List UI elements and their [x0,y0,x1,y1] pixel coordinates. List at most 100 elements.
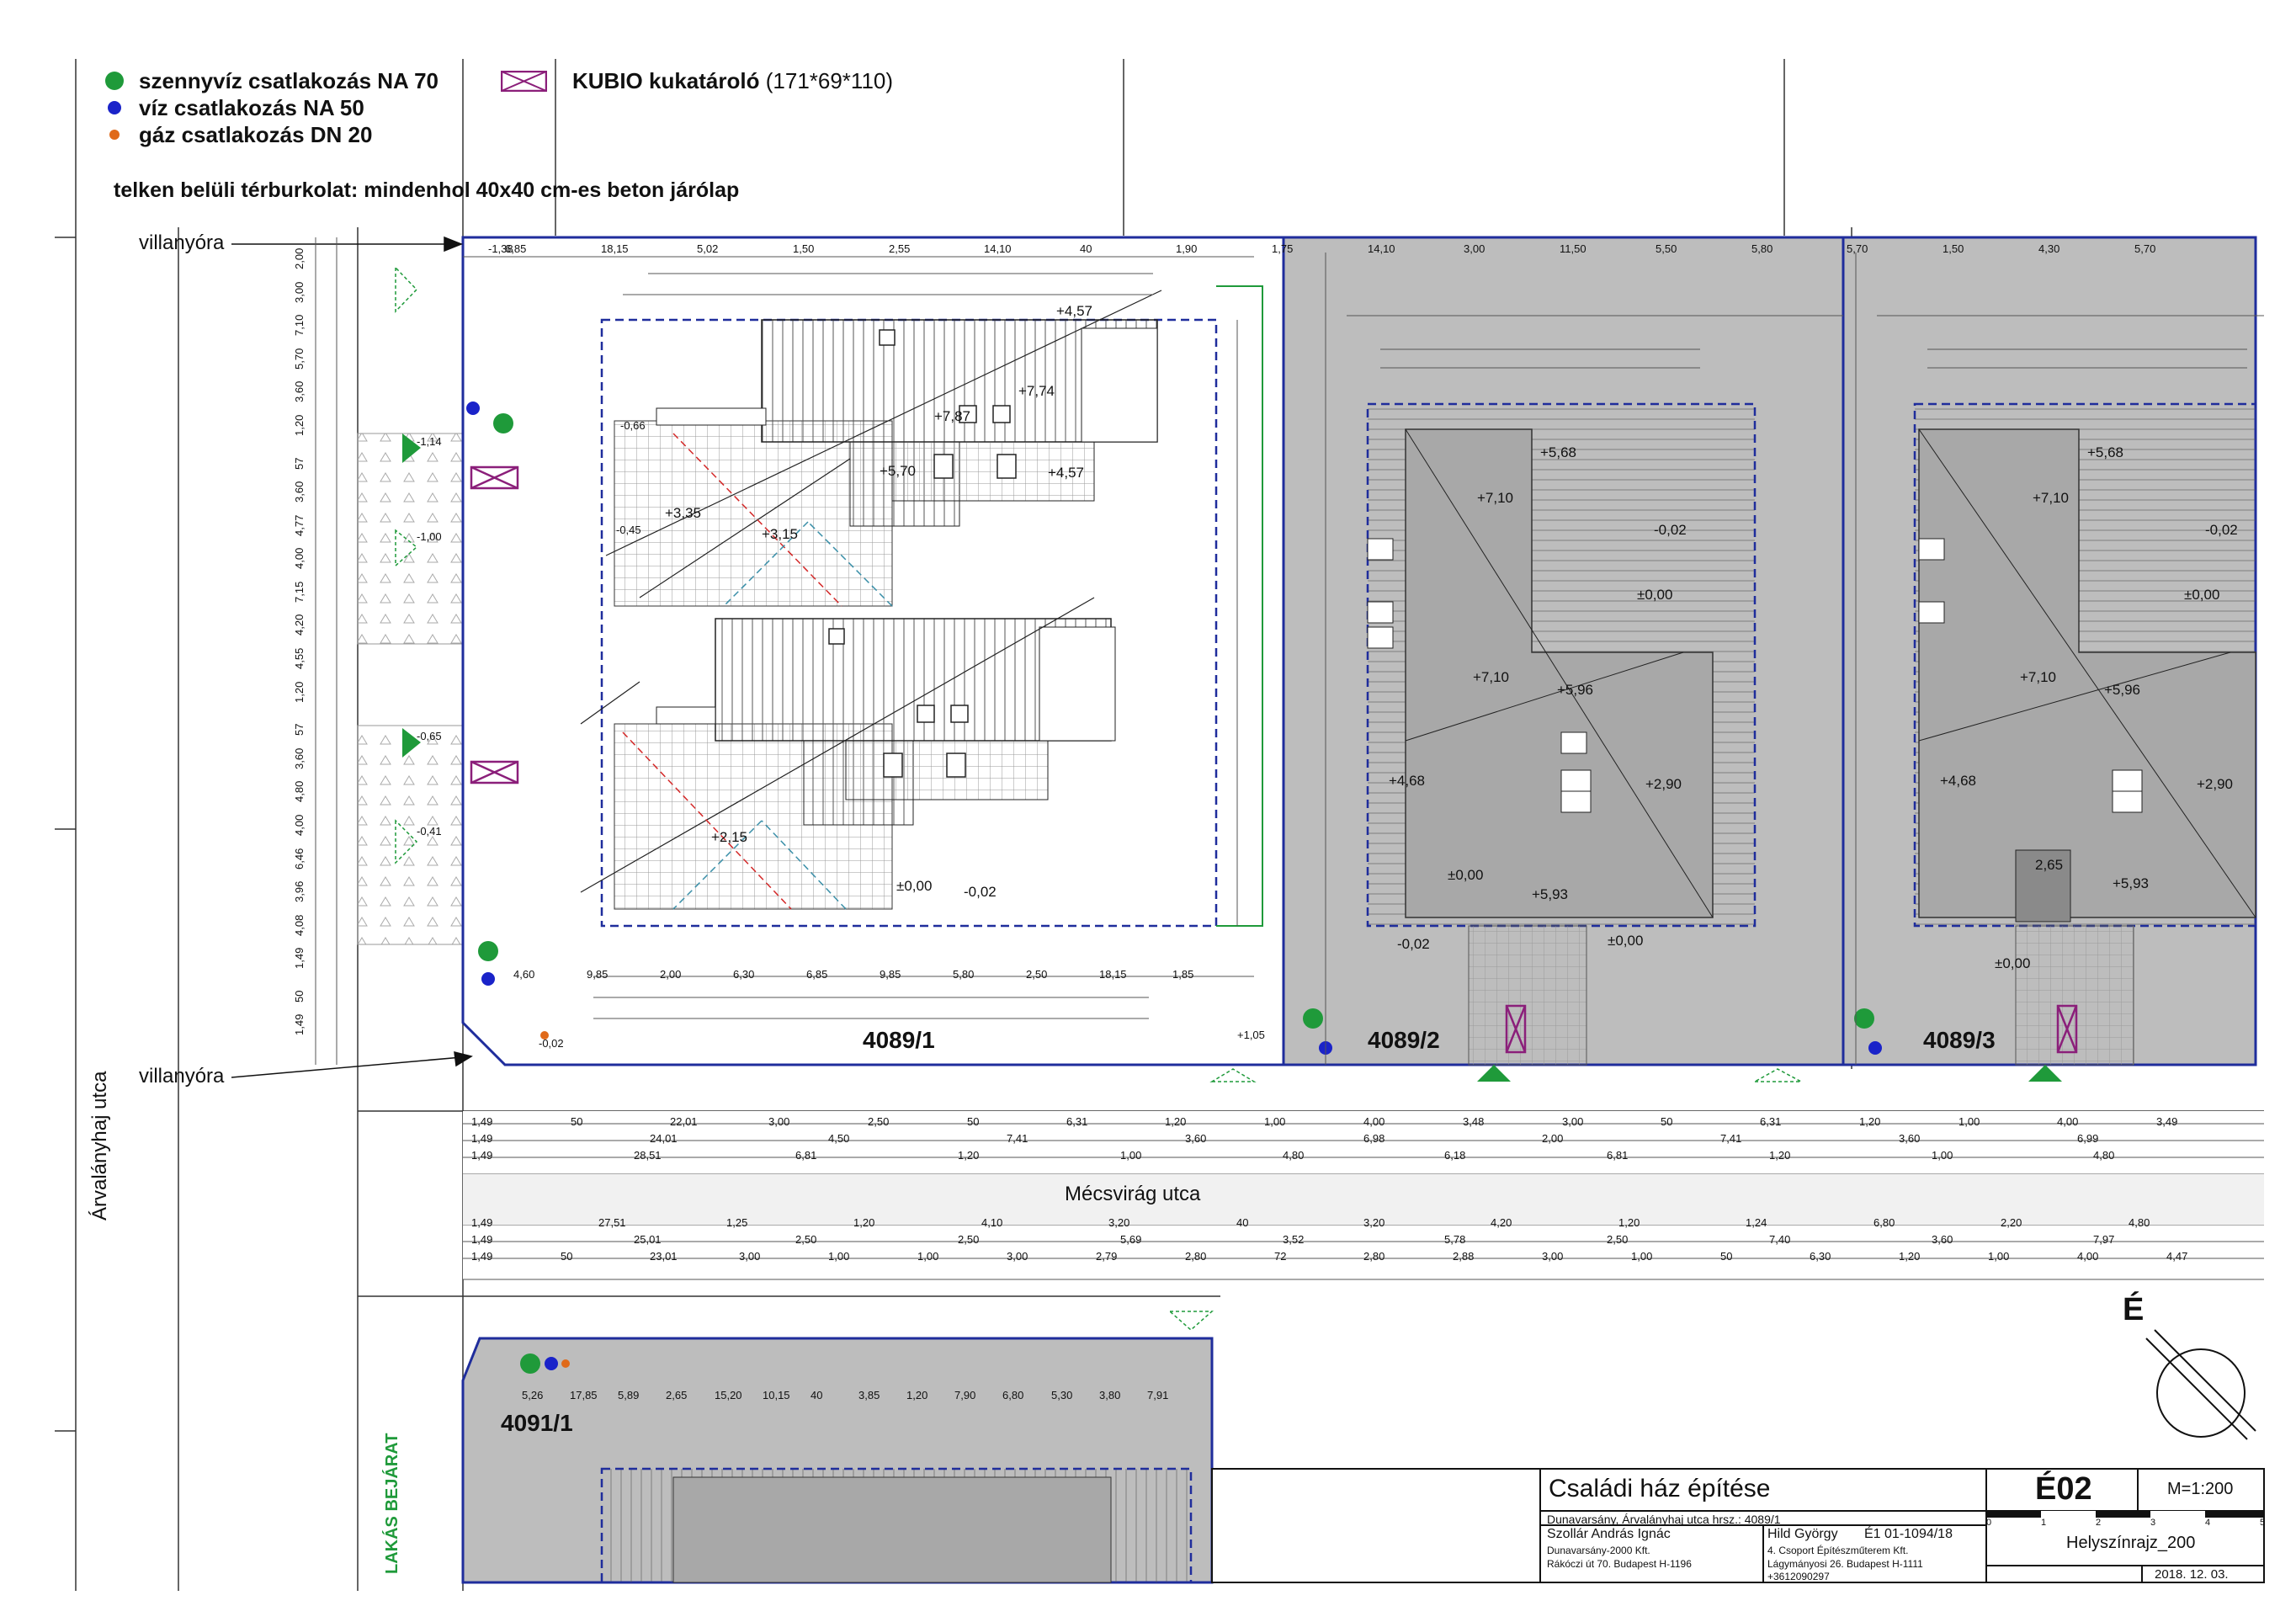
dimension-street: 1,00 [828,1250,850,1263]
level-mark: -1,14 [417,435,442,448]
dimension-left: 4,00 [293,547,306,569]
dimension-street: 3,20 [1108,1216,1130,1229]
dimension-street: 50 [561,1250,573,1263]
building-envelope-4089-1 [600,318,1218,928]
scale-tick-label: 3 [2150,1518,2156,1528]
dimension-street: 4,10 [981,1216,1003,1229]
dimension-street: 25,01 [634,1233,662,1246]
legend-water-label: víz csatlakozás NA 50 [139,94,364,120]
dimension-street: 3,60 [1185,1132,1207,1145]
dimension-left: 2,00 [293,247,306,269]
level-mark: +5,93 [1532,886,1569,902]
dimension-street: 1,20 [853,1216,875,1229]
dimension-left: 7,10 [293,314,306,336]
dimension-street: 50 [1720,1250,1733,1263]
dimension-street: 22,01 [670,1115,698,1128]
lot-4089-1-boundary [461,236,1336,1066]
level-mark: -0,66 [620,419,646,432]
dimension-street: 4,50 [828,1132,850,1145]
level-mark: +5,96 [1557,682,1594,698]
dimension-street: 50 [967,1115,980,1128]
scale-tick-label: 2 [2096,1518,2102,1528]
dimension-lower: 5,30 [1051,1389,1073,1401]
dimension-lower: 7,90 [954,1389,976,1401]
dimension-left: 3,60 [293,380,306,402]
level-mark: ±0,00 [1637,587,1673,603]
meter-label-bottom: villanyóra [139,1065,225,1088]
level-mark: +1,05 [1237,1029,1265,1041]
dimension-street: 1,49 [471,1250,493,1263]
dimension-left: 1,49 [293,947,306,969]
lot-label-4089-2: 4089/2 [1368,1027,1440,1053]
dimension-street: 6,98 [1363,1132,1385,1145]
dimension-street: 3,00 [768,1115,790,1128]
dimension-street: 3,00 [1562,1115,1584,1128]
tb-client-company: Dunavarsány-2000 Kft. [1547,1545,1650,1556]
dimension-left: 57 [293,723,306,736]
dimension-left: 50 [293,990,306,1002]
tb-designer-phone: +3612090297 [1767,1571,1830,1582]
tb-designer-reg: É1 01-1094/18 [1864,1527,1953,1541]
dimension-street: 2,50 [795,1233,817,1246]
level-mark: +2,15 [711,829,748,845]
dimension-street: 1,20 [1899,1250,1921,1263]
dimension-street: 7,41 [1720,1132,1742,1145]
dimension-street: 1,00 [1959,1115,1980,1128]
dimension-street: 72 [1274,1250,1287,1263]
level-mark: +7,74 [1018,383,1055,399]
dimension-lower: 40 [811,1389,823,1401]
dimension-left: 3,00 [293,281,306,303]
level-mark: +7,10 [1477,490,1514,506]
dimension-top: 4,30 [2038,242,2060,255]
dimension-street: 50 [1661,1115,1673,1128]
level-mark: 2,65 [2035,857,2064,873]
dimension-street: 1,00 [1120,1149,1142,1162]
dimension-top: 18,15 [601,242,629,255]
dimension-top: 14,10 [1368,242,1395,255]
dimension-bottom: 9,85 [880,968,901,981]
level-mark: -1,38 [488,242,513,255]
sidewalk-strip-top [357,433,464,645]
dimension-street: 1,00 [1631,1250,1653,1263]
tb-project: Családi ház építése [1549,1475,1771,1502]
dimension-street: 4,47 [2166,1250,2188,1263]
dimension-top: 6,85 [505,242,527,255]
level-mark: +5,70 [880,463,917,479]
dimension-left: 3,96 [293,880,306,902]
level-mark: +4,57 [1048,465,1085,481]
dimension-street: 1,20 [1769,1149,1791,1162]
level-mark: +2,90 [1645,776,1682,792]
dimension-left: 5,70 [293,348,306,370]
paving-note: telken belüli térburkolat: mindenhol 40x… [114,178,740,202]
dimension-top: 11,50 [1560,242,1586,255]
dimension-street: 6,81 [1607,1149,1629,1162]
dimension-street: 24,01 [650,1132,678,1145]
scale-tick-label: 5 [2260,1518,2266,1528]
dimension-left: 6,46 [293,848,306,869]
dimension-street: 7,41 [1007,1132,1028,1145]
sewer-dot-icon [105,72,124,90]
dimension-top: 1,75 [1272,242,1294,255]
dimension-lower: 10,15 [763,1389,790,1401]
dimension-street: 1,49 [471,1132,493,1145]
dimension-top: 5,70 [1847,242,1868,255]
level-mark: +5,68 [2087,444,2124,460]
dimension-street: 1,49 [471,1149,493,1162]
dimension-top: 1,50 [793,242,815,255]
level-mark: +7,10 [2033,490,2070,506]
legend-sewer: szennyvíz csatlakozás NA 70 [105,67,438,94]
dimension-street: 3,52 [1283,1233,1305,1246]
dimension-lower: 2,65 [666,1389,688,1401]
dimension-left: 3,60 [293,747,306,769]
dimension-street: 5,69 [1120,1233,1142,1246]
legend-bin-label: KUBIO kukatároló [572,67,760,93]
dimension-street: 1,49 [471,1115,493,1128]
dimension-street: 3,20 [1363,1216,1385,1229]
level-mark: +4,57 [1056,303,1093,319]
dimension-bottom: 4,60 [513,968,535,981]
level-mark: -0,45 [616,524,641,536]
legend: szennyvíz csatlakozás NA 70 víz csatlako… [105,67,438,148]
dimension-street: 2,80 [1185,1250,1207,1263]
dimension-street: 3,49 [2156,1115,2178,1128]
dimension-left: 4,20 [293,614,306,636]
